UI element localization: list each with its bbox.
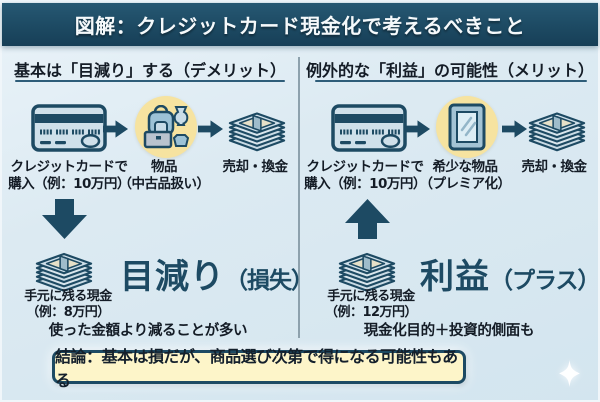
used-goods-icon [143, 105, 189, 149]
cash-stack-icon [337, 241, 397, 294]
used-goods-highlight-circle [135, 96, 197, 158]
title-banner: 図解：クレジットカード現金化で考えるべきこと [2, 3, 598, 46]
cash-stack-icon [34, 241, 94, 294]
profit-headline: 利益（プラス） [420, 257, 600, 297]
right-step2-label: 希少な物品 （プレミア化） [419, 159, 512, 192]
arrow-right-icon [405, 120, 430, 138]
rare-item-highlight-circle [436, 96, 498, 158]
profit-note: 現金化目的＋投資的側面も [363, 323, 535, 339]
right-step1-label: クレジットカードで 購入（例：10万円） [304, 159, 426, 192]
right-step3-label: 売却・換金 [521, 159, 588, 175]
cash-stack-icon [227, 100, 287, 154]
arrow-right-icon [502, 120, 527, 138]
block-arrow-down-icon [42, 199, 87, 239]
left-remaining-cash-label: 手元に残る現金 （例：8万円） [24, 289, 112, 320]
credit-card-icon [331, 104, 407, 152]
credit-card-icon [31, 104, 107, 152]
left-step2-label: 物品 （中古品扱い） [118, 159, 211, 192]
right-panel-header: 例外的な「利益」の可能性（メリット） [305, 61, 594, 80]
right-remaining-cash-label: 手元に残る現金 （例：12万円） [324, 289, 418, 320]
left-step3-label: 売却・換金 [222, 159, 289, 175]
loss-headline: 目減り（損失） [120, 257, 314, 297]
left-step1-label: クレジットカードで 購入（例：10万円） [8, 159, 130, 192]
page-title: 図解：クレジットカード現金化で考えるべきこと [74, 14, 526, 38]
left-header-underline [15, 80, 285, 82]
column-divider [298, 57, 300, 338]
cash-stack-icon [527, 100, 587, 154]
conclusion-banner: 結論：基本は損だが、商品選び次第で得になる可能性もある [52, 347, 466, 390]
left-panel-header: 基本は「目減り」する（デメリット） [13, 61, 286, 80]
arrow-right-icon [198, 120, 223, 138]
arrow-right-icon [103, 120, 128, 138]
sparkle-icon [555, 359, 584, 388]
right-header-underline [315, 80, 587, 82]
loss-note: 使った金額より減ることが多い [48, 323, 248, 339]
rare-item-mirror-icon [448, 103, 486, 151]
block-arrow-up-icon [345, 199, 390, 239]
